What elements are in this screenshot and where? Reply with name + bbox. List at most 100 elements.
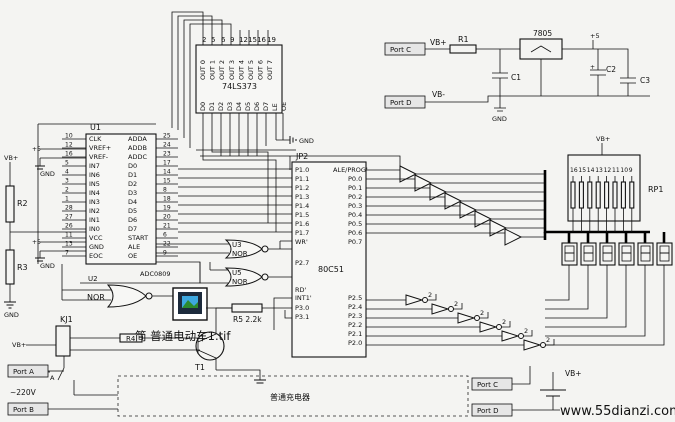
mcu-right-pin-10: P2.4 <box>348 303 362 311</box>
port-c-bottom-label: Port C <box>477 381 498 389</box>
t1-collector-wire <box>215 307 261 380</box>
p2-out-0 <box>427 294 437 301</box>
p2-bubble-1 <box>448 306 454 312</box>
u2-type: NOR <box>87 293 105 302</box>
nor-gate-u5: U5 NOR <box>224 267 269 287</box>
rp1-vb-label: VB+ <box>596 135 610 143</box>
latch-input-7: D7 <box>262 102 270 111</box>
rp1-pin-10: 10 <box>620 167 628 174</box>
vcc-wires <box>39 241 86 258</box>
u1-right-num-9: 20 <box>163 214 171 221</box>
seg-lower-2 <box>602 252 613 262</box>
u1-right-name-3: D0 <box>128 162 137 170</box>
seg-lower-3 <box>621 252 632 262</box>
p2-bubble-0 <box>422 297 428 303</box>
seg-upper-3 <box>621 245 632 254</box>
latch-input-8: LE <box>271 103 279 111</box>
u1-left-name-9: IN1 <box>89 216 100 224</box>
p2-out-3 <box>501 321 511 328</box>
r2-label: R2 <box>17 199 28 208</box>
latch-top-pin-2: 2 <box>202 36 206 44</box>
t1-body <box>195 331 225 361</box>
p2-buffer-1 <box>431 303 450 315</box>
latch-input-1: D1 <box>208 102 216 111</box>
seg-lower-4 <box>640 252 651 262</box>
u1-left-num-1: 12 <box>65 142 73 149</box>
mcu-right-pin-6: P0.5 <box>348 220 362 228</box>
t1-label: T1 <box>194 363 205 372</box>
u1-right-num-10: 21 <box>163 223 171 230</box>
c2-plus: + <box>590 64 595 71</box>
left-divider: VB+ R2 R3 GND +5 GND +5 GND <box>4 146 86 319</box>
rp1-resistors <box>570 176 635 232</box>
mcu-right-pin-14: P2.0 <box>348 339 362 347</box>
u1-right-name-4: D1 <box>128 171 137 179</box>
p2-buffer-2 <box>457 312 476 324</box>
port-c-top-label: Port C <box>390 46 411 54</box>
u3-body <box>224 239 263 259</box>
reg-gnd-label: GND <box>492 115 507 123</box>
u1-left-num-12: 13 <box>65 241 73 248</box>
latch-bottom-pin-lines <box>202 113 284 140</box>
u1-right-name-9: D6 <box>128 216 137 224</box>
u1-right-num-7: 18 <box>163 196 171 203</box>
p3-wires <box>273 297 292 330</box>
mcu-right-pin-0: ALE/PROG' <box>333 166 368 174</box>
vcc-gnd-symbol <box>35 257 45 262</box>
u1-right-num-4: 14 <box>163 169 171 176</box>
u1-body <box>85 133 157 265</box>
mcu-left-pin-5: P1.5 <box>295 211 309 219</box>
latch-part-label: 74LS373 <box>222 82 257 91</box>
seg-upper-1 <box>583 245 594 254</box>
u1-left-name-6: IN4 <box>89 189 100 197</box>
p0-buffer-6 <box>489 219 508 237</box>
latch-gnd-label: GND <box>299 137 314 145</box>
u2-body <box>106 284 147 308</box>
latch-top-wires <box>171 11 232 148</box>
seg-lower-0 <box>564 252 575 262</box>
vb-minus-wire <box>425 95 650 103</box>
u3-ref: U3 <box>232 241 242 249</box>
latch-output-6: OUT 6 <box>257 60 265 80</box>
r2-body <box>5 185 15 223</box>
c1-label: C1 <box>511 73 521 82</box>
latch-output-1: OUT 1 <box>209 60 217 80</box>
u1-left-name-10: IN0 <box>89 225 100 233</box>
u1-left-num-3: 5 <box>65 160 69 167</box>
u2-ref: U2 <box>88 275 98 283</box>
u1-right-name-8: D5 <box>128 207 137 215</box>
watermark: www.55dianzi.com <box>560 404 675 419</box>
seg-lower-5 <box>659 252 670 262</box>
p0-buffer-4 <box>459 201 478 219</box>
u1-left-name-1: VREF+ <box>89 144 111 152</box>
u1-left-num-5: 3 <box>65 178 69 185</box>
p2-buffer-num-4: 2 <box>524 327 528 335</box>
seg-display-4 <box>637 242 654 266</box>
kj1-coil <box>55 325 71 357</box>
u1-right-name-0: ADDA <box>128 135 147 143</box>
image-file-icon <box>172 287 208 321</box>
mcu-left-pin-9: P2.7 <box>295 259 309 267</box>
r4-label: R4 <box>126 335 136 343</box>
relay-section: KJ1 VB+ R4 T1 A <box>12 307 266 395</box>
r1-body <box>449 44 477 54</box>
u1-right-name-7: D4 <box>128 198 137 206</box>
seg-upper-0 <box>564 245 575 254</box>
latch-body <box>195 44 283 114</box>
u1-ref: U1 <box>90 123 101 132</box>
seg-common-0 <box>545 265 570 301</box>
r5-body <box>231 303 263 313</box>
mcu-left-pin-3: P1.3 <box>295 193 309 201</box>
port-a-label: Port A <box>13 368 34 376</box>
mcu-left-pin-11: INT1' <box>295 294 312 302</box>
seven-segment-displays <box>545 232 673 346</box>
seg-display-3 <box>618 242 635 266</box>
u1-part: ADC0809 <box>140 270 171 278</box>
p0-buffer-7 <box>504 228 523 246</box>
u1-left-num-10: 26 <box>65 223 73 230</box>
latch-input-6: D6 <box>253 102 261 111</box>
vcc-gnd-label: GND <box>40 262 55 270</box>
rp1-resistor-3 <box>595 181 601 209</box>
t1-leads <box>197 326 217 370</box>
